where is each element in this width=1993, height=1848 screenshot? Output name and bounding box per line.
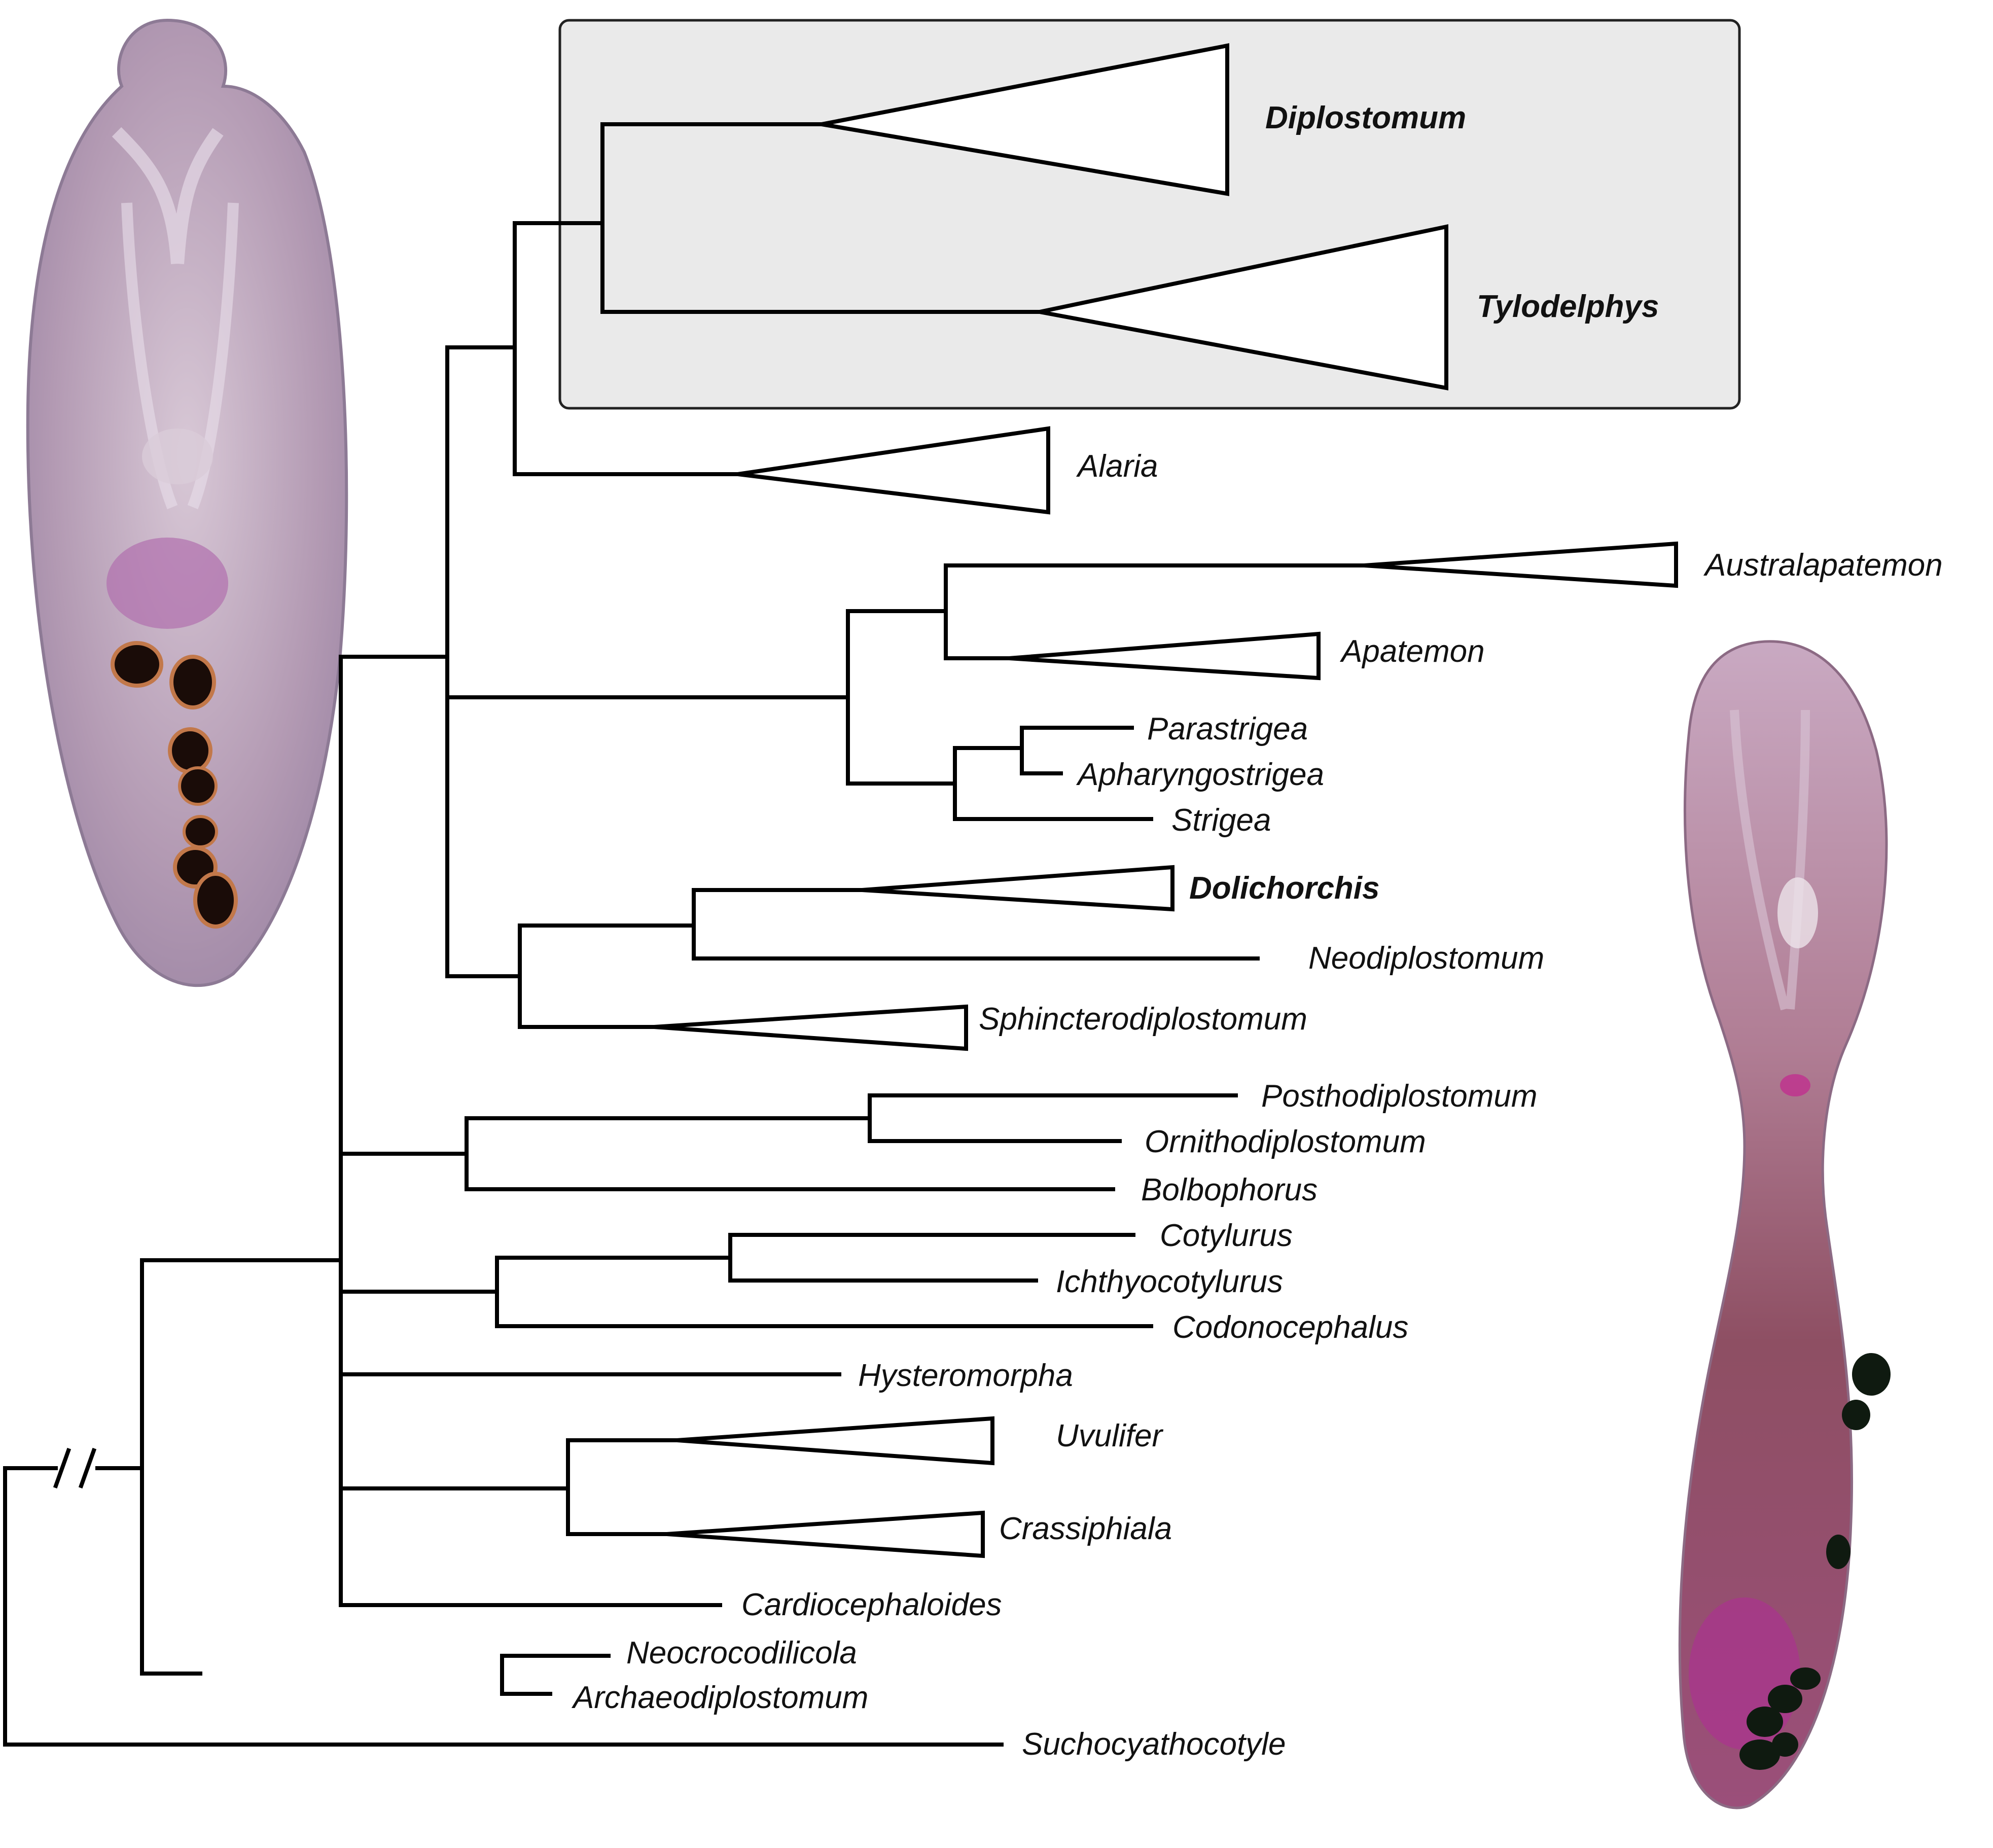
taxon-label-hysteromorpha: Hysteromorpha — [858, 1358, 1073, 1393]
taxon-label-crassiphiala: Crassiphiala — [999, 1511, 1172, 1546]
taxon-label-alaria: Alaria — [1076, 449, 1158, 484]
clade-triangle-apatemon — [1009, 631, 1321, 681]
taxon-label-posthodiplostomum: Posthodiplostomum — [1261, 1079, 1538, 1114]
taxon-label-codonocephalus: Codonocephalus — [1172, 1310, 1408, 1345]
taxon-label-bolbophorus: Bolbophorus — [1141, 1172, 1318, 1207]
tree-branches — [3, 122, 1366, 1747]
branch-break-marks — [53, 1447, 97, 1489]
taxon-label-neocrocodilicola: Neocrocodilicola — [626, 1636, 857, 1671]
taxon-label-cardiocephaloides: Cardiocephaloides — [741, 1587, 1002, 1622]
tip-labels: Diplostomum Tylodelphys Alaria Australap… — [571, 100, 1943, 1762]
clade-triangle-tylodelphys — [1039, 224, 1448, 390]
specimen-micrograph-left — [26, 18, 348, 987]
clade-triangle-crassiphiala — [666, 1510, 985, 1558]
taxon-label-archaeodiplostomum: Archaeodiplostomum — [571, 1680, 868, 1715]
taxon-label-apatemon: Apatemon — [1339, 634, 1485, 669]
clade-triangle-sphincterodiplostomum — [654, 1004, 968, 1051]
clade-triangle-uvulifer — [677, 1416, 994, 1466]
taxon-label-dolichorchis: Dolichorchis — [1189, 871, 1380, 906]
taxon-label-neodiplostomum: Neodiplostomum — [1308, 941, 1544, 976]
clade-triangle-australapatemon — [1364, 541, 1678, 588]
taxon-label-apharyngostrigea: Apharyngostrigea — [1076, 757, 1324, 792]
taxon-label-cotylurus: Cotylurus — [1160, 1218, 1293, 1253]
clade-triangle-dolichorchis — [862, 865, 1175, 912]
taxon-label-ichthyocotylurus: Ichthyocotylurus — [1056, 1264, 1283, 1299]
clade-triangle-alaria — [737, 426, 1050, 515]
collapsed-clades — [654, 43, 1678, 1558]
taxon-label-strigea: Strigea — [1171, 803, 1271, 838]
taxon-label-tylodelphys: Tylodelphys — [1477, 289, 1659, 324]
root-branch — [3, 1466, 144, 1747]
taxon-label-ornithodiplostomum: Ornithodiplostomum — [1145, 1124, 1426, 1159]
clade-triangle-diplostomum — [821, 43, 1229, 196]
taxon-label-uvulifer: Uvulifer — [1056, 1418, 1164, 1453]
specimen-micrograph-right — [1678, 640, 1891, 1809]
taxon-label-diplostomum: Diplostomum — [1265, 100, 1466, 135]
taxon-label-parastrigea: Parastrigea — [1147, 712, 1308, 747]
taxon-label-sphincterodiplostomum: Sphincterodiplostomum — [979, 1002, 1307, 1037]
taxon-label-suchocyathocotyle: Suchocyathocotyle — [1022, 1727, 1286, 1762]
taxon-label-australapatemon: Australapatemon — [1703, 548, 1943, 583]
